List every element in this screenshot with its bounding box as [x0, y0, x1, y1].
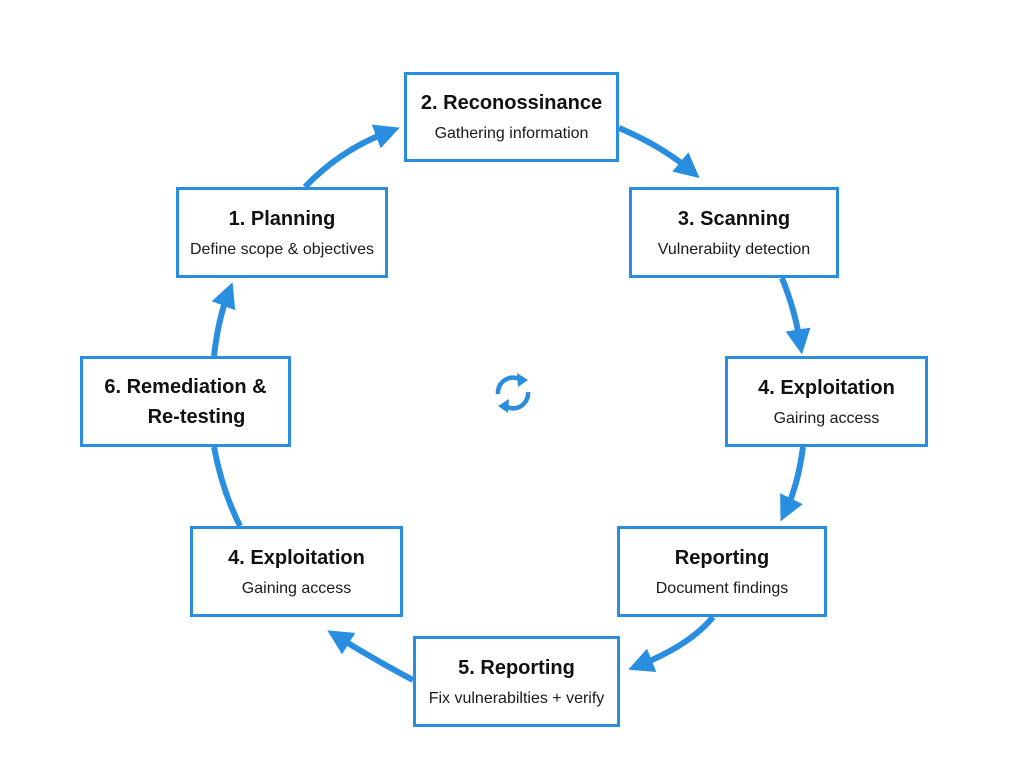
node-title: Reporting	[674, 546, 770, 569]
node-remediation: 6. Remediation & Re-testing	[80, 356, 291, 447]
node-subtitle: Gathering information	[434, 125, 589, 142]
arrow-remediation-to-planning	[211, 282, 236, 357]
node-subtitle: Gairing access	[773, 409, 880, 427]
refresh-cycle-icon	[495, 373, 531, 413]
node-title-line2: Re-testing	[147, 405, 246, 428]
node-title: 2. Reconossinance	[420, 92, 603, 114]
node-title: 4. Exploitation	[758, 376, 895, 399]
node-subtitle: Vulnerabiity detection	[657, 240, 811, 258]
node-title: 4. Exploitation	[228, 546, 365, 569]
arrow-reporting-to-reporting5	[628, 615, 716, 673]
node-reporting: Reporting Document findings	[617, 526, 827, 617]
arrow-planning-to-reconnaissance	[302, 124, 400, 190]
arrow-reporting5-to-exploitation	[327, 630, 415, 683]
node-subtitle: Gaining access	[241, 579, 352, 597]
node-subtitle: Define scope & objectives	[189, 240, 375, 258]
node-exploitation-right: 4. Exploitation Gairing access	[725, 356, 928, 447]
arrow-scanning-to-exploitation	[779, 276, 811, 355]
node-title-line1: 6. Remediation &	[104, 375, 267, 398]
node-reconnaissance: 2. Reconossinance Gathering information	[404, 72, 619, 162]
node-exploitation-left: 4. Exploitation Gaining access	[190, 526, 403, 617]
node-title: 6. Remediation & Re-testing	[104, 342, 266, 462]
node-scanning: 3. Scanning Vulnerabiity detection	[629, 187, 839, 278]
arrow-exploitation-to-remediation	[211, 446, 243, 528]
node-title: 3. Scanning	[677, 207, 791, 230]
node-reporting-5: 5. Reporting Fix vulnerabilties + verify	[413, 636, 620, 727]
node-title: 1. Planning	[228, 207, 336, 230]
node-subtitle: Document findings	[655, 579, 789, 597]
arrow-exploitation-to-reporting	[780, 446, 806, 522]
node-subtitle: Fix vulnerabilties + verify	[428, 689, 605, 707]
node-title: 5. Reporting	[458, 656, 575, 679]
node-planning: 1. Planning Define scope & objectives	[176, 187, 388, 278]
arrow-reconnaissance-to-scanning	[617, 125, 700, 179]
